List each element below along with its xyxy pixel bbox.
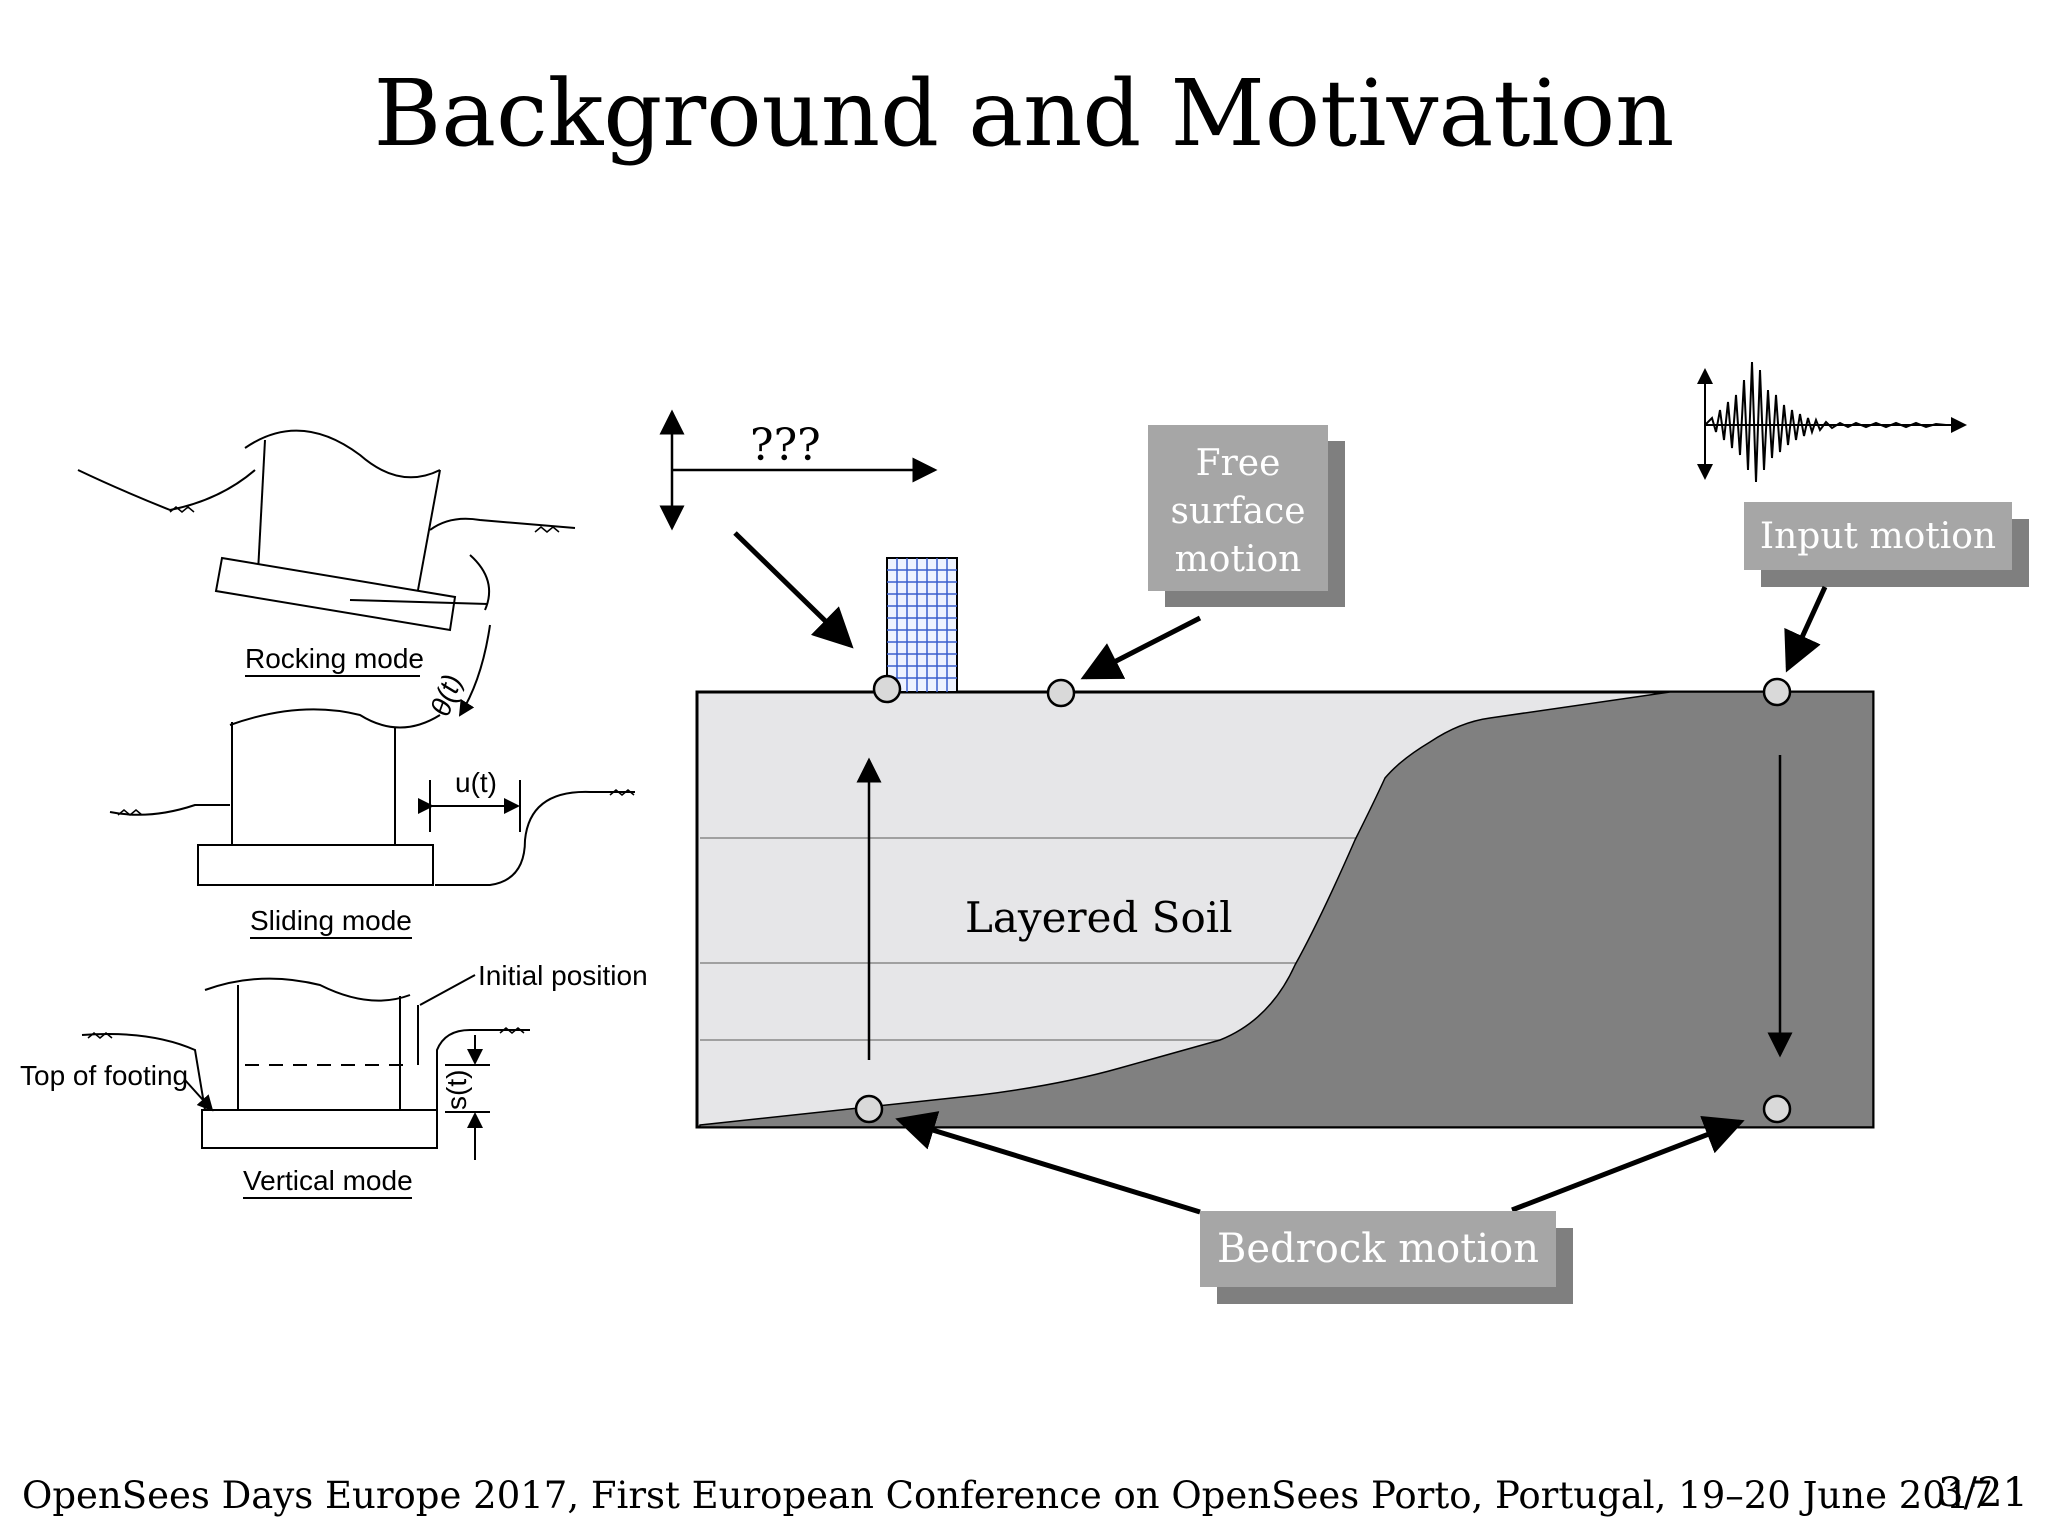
vertical-mode-label: Vertical mode <box>243 1165 413 1196</box>
top-of-footing-label: Top of footing <box>20 1060 188 1091</box>
vertical-s-label: s(t) <box>441 1070 472 1110</box>
building-base-point <box>872 674 902 704</box>
page-number: 3/21 <box>1938 1470 2028 1516</box>
slide-title: Background and Motivation <box>373 60 1675 167</box>
free-surface-line-1: Free <box>1196 443 1281 484</box>
bedrock-left-point <box>854 1094 884 1124</box>
bedrock-motion-box: Bedrock motion <box>1200 1211 1573 1304</box>
rocking-mode-label: Rocking mode <box>245 643 424 674</box>
soil-domain <box>695 690 1875 1129</box>
building-icon <box>886 557 958 693</box>
bedrock-left-arrow <box>895 1111 1201 1215</box>
free-surface-arrow <box>1080 615 1202 680</box>
unknown-motion-axes <box>659 409 938 531</box>
vertical-mode-sketch <box>81 974 530 1160</box>
sliding-mode-label: Sliding mode <box>250 905 412 936</box>
question-marks: ??? <box>750 420 821 471</box>
input-surface-point <box>1762 677 1792 707</box>
bedrock-motion-label: Bedrock motion <box>1217 1226 1539 1272</box>
free-surface-motion-box: Free surface motion <box>1148 425 1345 607</box>
sliding-u-label: u(t) <box>455 767 497 798</box>
free-surface-line-2: surface <box>1170 491 1305 532</box>
initial-position-label: Initial position <box>478 960 648 991</box>
sliding-mode-sketch <box>109 708 635 886</box>
input-motion-label: Input motion <box>1760 516 1996 557</box>
free-surface-line-3: motion <box>1175 539 1302 580</box>
rocking-mode-sketch <box>77 429 576 717</box>
layered-soil-label: Layered Soil <box>965 893 1233 942</box>
free-surface-point <box>1046 678 1076 708</box>
building-base-arrow <box>733 531 854 649</box>
bedrock-right-point <box>1762 1094 1792 1124</box>
bedrock-layer <box>699 691 1874 1128</box>
input-motion-box: Input motion <box>1744 502 2029 587</box>
slide-footer: OpenSees Days Europe 2017, First Europea… <box>22 1474 1993 1517</box>
bedrock-right-arrow <box>1511 1115 1745 1213</box>
seismogram-icon <box>1697 361 1967 483</box>
input-motion-arrow <box>1784 585 1828 673</box>
